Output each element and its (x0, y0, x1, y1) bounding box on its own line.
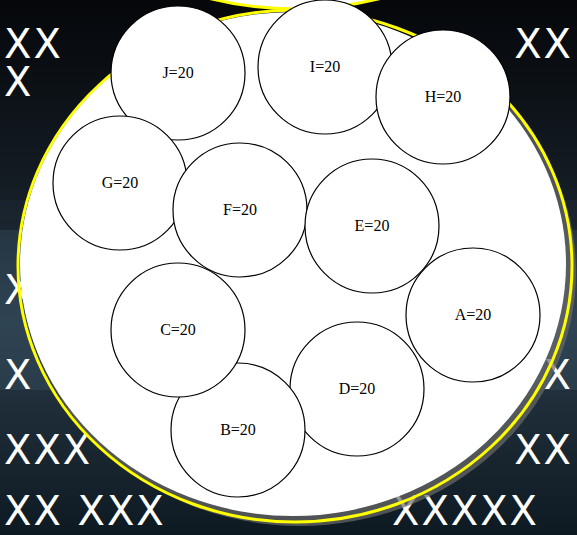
node-label: F=20 (223, 201, 257, 219)
watermark-text: XX (4, 24, 63, 64)
circle-shape (305, 159, 439, 293)
node-label: E=20 (355, 217, 390, 235)
node-label: H=20 (425, 88, 462, 106)
node-label: B=20 (220, 421, 256, 439)
circle-shape (111, 263, 245, 397)
watermark-text: X (4, 62, 33, 102)
node-label: I=20 (310, 58, 340, 76)
circle-shape (376, 30, 510, 164)
node-label: J=20 (162, 64, 193, 82)
circle-shape (406, 248, 540, 382)
circle-shape (53, 116, 187, 250)
watermark-text: XX (514, 430, 573, 470)
watermark-text: XX XXX (4, 491, 166, 531)
circle-shape (171, 363, 305, 497)
circle-node: D=20 (289, 321, 425, 457)
circle-shape (290, 322, 424, 456)
circle-node: G=20 (52, 115, 188, 251)
circle-node: I=20 (257, 0, 393, 135)
node-label: G=20 (102, 174, 139, 192)
circle-node: F=20 (172, 142, 308, 278)
circle-shape (173, 143, 307, 277)
circle-node: A=20 (405, 247, 541, 383)
node-label: D=20 (339, 380, 376, 398)
watermark-text: X (4, 355, 33, 395)
watermark-text: XXX (4, 430, 92, 470)
watermark-text: XX (514, 24, 573, 64)
circle-node: C=20 (110, 262, 246, 398)
circle-shape (258, 0, 392, 134)
node-label: C=20 (160, 321, 196, 339)
circle-node: H=20 (375, 29, 511, 165)
node-label: A=20 (455, 306, 492, 324)
